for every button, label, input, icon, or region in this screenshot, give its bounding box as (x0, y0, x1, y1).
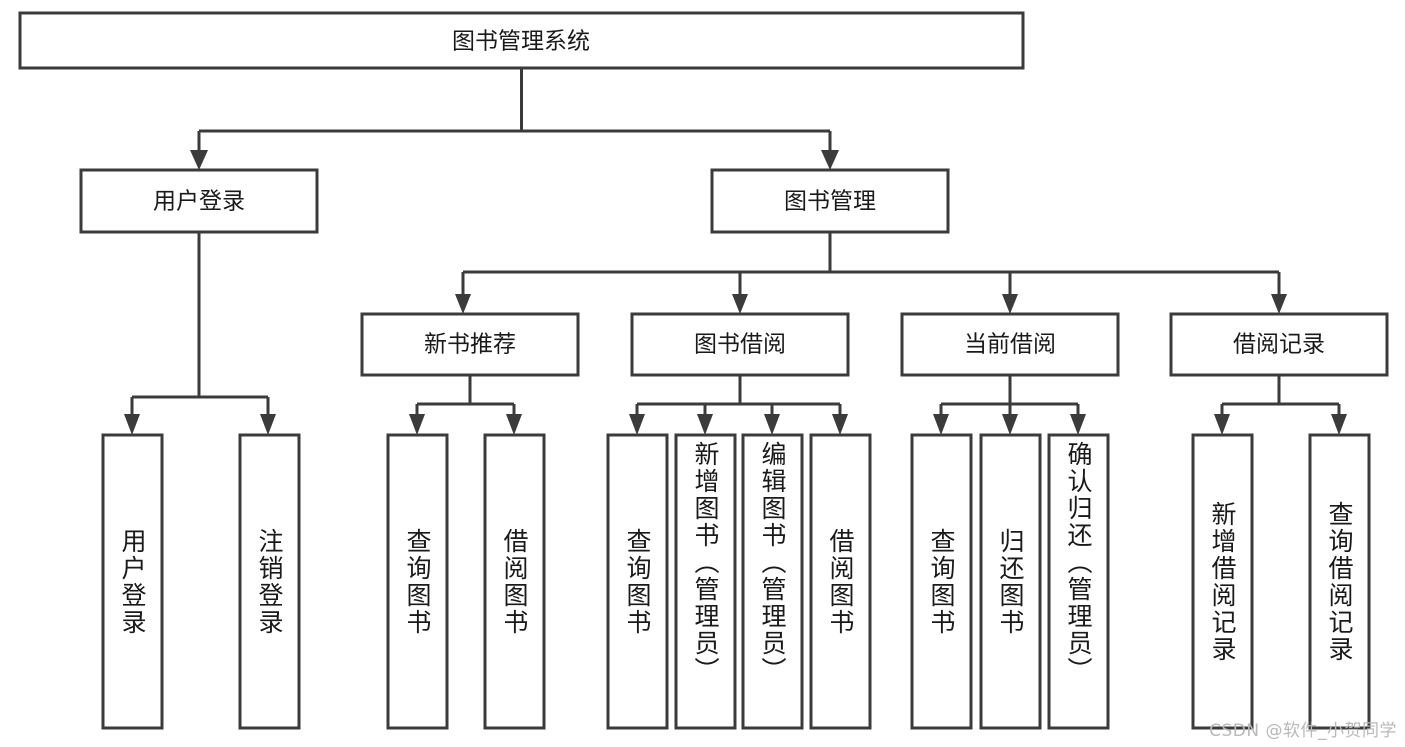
arrow-new-book (455, 294, 471, 314)
arrow-current-borrow (1002, 294, 1018, 314)
node-leaf-add-borrow-record[interactable] (1191, 433, 1254, 730)
arrow-leaf-return-book (1002, 414, 1018, 435)
arrow-leaf-add-book-admin (697, 414, 713, 435)
arrow-book-borrow (732, 294, 748, 314)
arrow-leaf-logout (260, 414, 276, 435)
arrow-leaf-borrow-book-1 (506, 414, 522, 435)
node-borrow-record-label: 借阅记录 (1233, 332, 1325, 358)
arrow-book-manage (821, 150, 839, 170)
arrow-leaf-query-book-1 (409, 414, 425, 435)
node-leaf-borrow-book-2[interactable] (809, 433, 872, 730)
node-user-login-label: 用户登录 (153, 189, 245, 215)
node-leaf-user-login[interactable] (101, 433, 164, 730)
arrow-leaf-query-book-2 (629, 414, 645, 435)
node-leaf-edit-book-admin[interactable] (741, 433, 804, 730)
edges-layer (124, 68, 1347, 435)
node-book-manage-label: 图书管理 (784, 189, 876, 215)
node-leaf-query-borrow-record[interactable] (1308, 433, 1371, 730)
node-leaf-return-book[interactable] (979, 433, 1042, 730)
node-book-borrow-label: 图书借阅 (694, 332, 786, 358)
arrow-user-login (190, 150, 208, 170)
node-current-borrow-label: 当前借阅 (964, 332, 1056, 358)
node-root-label: 图书管理系统 (452, 29, 590, 55)
node-current-borrow[interactable] (900, 312, 1120, 377)
node-new-book-recommend-label: 新书推荐 (424, 332, 516, 358)
node-leaf-query-book-2[interactable] (606, 433, 669, 730)
arrow-leaf-borrow-book-2 (832, 414, 848, 435)
arrow-leaf-query-borrow-record (1331, 414, 1347, 435)
arrow-leaf-user-login (124, 414, 140, 435)
node-root[interactable] (18, 11, 1025, 70)
nodes-layer: 图书管理系统 用户登录 图书管理 新书推荐 图书借阅 当前借阅 借阅记录 (18, 11, 1389, 730)
node-leaf-borrow-book-1[interactable] (483, 433, 546, 730)
node-book-borrow[interactable] (630, 312, 850, 377)
arrow-leaf-confirm-return (1070, 414, 1086, 435)
node-leaf-query-book-1[interactable] (386, 433, 449, 730)
arrow-leaf-query-book-3 (933, 414, 949, 435)
node-book-manage[interactable] (710, 168, 950, 234)
node-borrow-record[interactable] (1169, 312, 1389, 377)
arrow-borrow-record (1271, 294, 1287, 314)
node-leaf-add-book-admin[interactable] (674, 433, 737, 730)
arrow-leaf-edit-book-admin (764, 414, 780, 435)
node-leaf-confirm-return-admin[interactable] (1047, 433, 1110, 730)
arrow-leaf-add-borrow-record (1214, 414, 1230, 435)
node-new-book-recommend[interactable] (360, 312, 580, 377)
node-leaf-query-book-3[interactable] (910, 433, 973, 730)
node-user-login[interactable] (79, 168, 319, 234)
node-leaf-logout-login[interactable] (238, 433, 301, 730)
